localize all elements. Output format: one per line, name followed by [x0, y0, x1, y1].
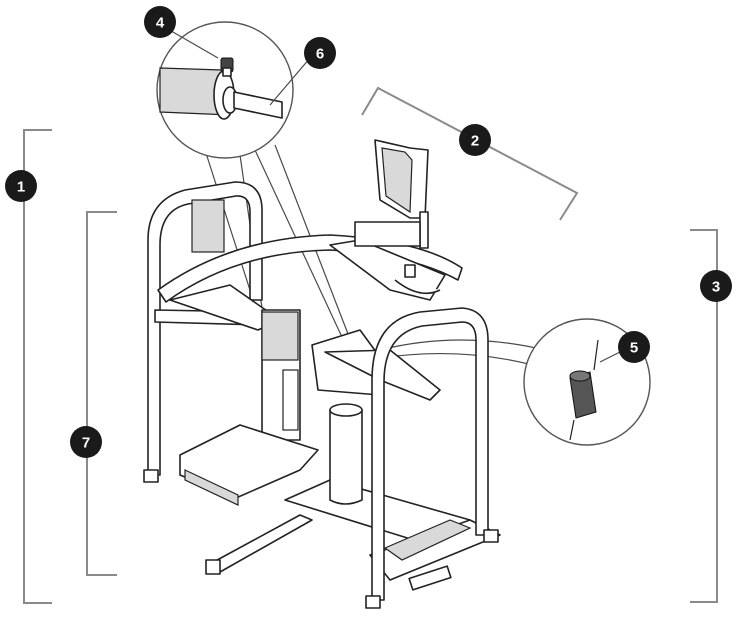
zoom-detail-top: [156, 21, 356, 353]
callout-1: 1: [5, 170, 37, 202]
bracket-3: [690, 229, 718, 603]
machine-illustration: [143, 139, 501, 609]
callout-5: 5: [599, 331, 650, 363]
callout-2-label: 2: [471, 133, 479, 150]
callout-3-label: 3: [712, 279, 720, 296]
callout-4-label: 4: [156, 15, 165, 32]
callout-7-label: 7: [82, 435, 90, 452]
callout-1-label: 1: [17, 179, 25, 196]
bracket-1: [23, 129, 52, 604]
callout-2: 2: [459, 124, 491, 156]
callout-7: 7: [70, 426, 102, 458]
callout-6: 6: [269, 37, 336, 106]
callout-4: 4: [144, 6, 219, 59]
callout-5-label: 5: [630, 340, 638, 357]
callout-6-label: 6: [316, 46, 324, 63]
callout-3: 3: [700, 270, 732, 302]
bracket-7: [86, 211, 117, 576]
